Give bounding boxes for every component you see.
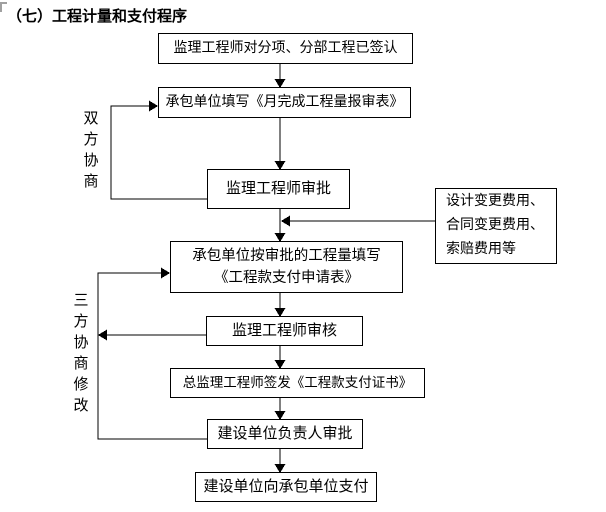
flow-step-payment[interactable]: 建设单位向承包单位支付 xyxy=(195,472,377,502)
flow-step-label: 建设单位向承包单位支付 xyxy=(203,479,369,495)
flow-step-supervisor-approval[interactable]: 监理工程师审批 xyxy=(207,169,350,209)
flow-step-label: 承包单位填写《月完成工程量报审表》 xyxy=(165,94,404,110)
flow-step-supervisor-review[interactable]: 监理工程师审核 xyxy=(206,316,363,346)
arrowhead-down-5 xyxy=(274,360,286,369)
flow-step-monthly-report[interactable]: 承包单位填写《月完成工程量报审表》 xyxy=(158,87,411,118)
arrowhead-down-4 xyxy=(274,308,286,317)
flow-step-label: 建设单位负责人审批 xyxy=(217,426,353,442)
arrowhead-down-7 xyxy=(274,464,286,473)
arrowhead-right-step4 xyxy=(161,267,170,279)
arrowhead-down-2 xyxy=(274,161,286,170)
flow-note-extra-costs[interactable]: 设计变更费用、 合同变更费用、 索赔费用等 xyxy=(435,188,557,264)
flow-step-label: 承包单位按审批的工程量填写 《工程款支付申请表》 xyxy=(192,248,381,286)
flow-step-label: 监理工程师对分项、分部工程已签认 xyxy=(173,40,398,56)
arrowhead-right-step2 xyxy=(149,100,158,112)
flow-step-payment-certificate[interactable]: 总监理工程师签发《工程款支付证书》 xyxy=(170,368,425,398)
arrowhead-left-sidenote xyxy=(281,215,290,227)
flow-step-payment-application[interactable]: 承包单位按审批的工程量填写 《工程款支付申请表》 xyxy=(170,241,403,293)
flow-step-label: 总监理工程师签发《工程款支付证书》 xyxy=(182,375,413,390)
flow-step-signoff[interactable]: 监理工程师对分项、分部工程已签认 xyxy=(158,33,413,64)
arrowhead-down-3 xyxy=(274,233,286,242)
flow-step-owner-approval[interactable]: 建设单位负责人审批 xyxy=(207,419,363,449)
object-anchor-icon xyxy=(0,2,7,12)
flow-step-label: 监理工程师审核 xyxy=(231,323,337,339)
feedback-two-party-line xyxy=(110,105,207,200)
flow-step-label: 监理工程师审批 xyxy=(225,181,331,197)
flow-note-label: 设计变更费用、 合同变更费用、 索赔费用等 xyxy=(446,194,544,257)
section-title: （七）工程计量和支付程序 xyxy=(7,9,188,25)
annotation-three-party-modify: 三 方 协 商 修 改 xyxy=(73,293,89,414)
arrowhead-down-6 xyxy=(274,411,286,420)
feedback-three-party-line xyxy=(97,272,207,440)
arrowhead-down-1 xyxy=(274,79,286,88)
annotation-two-party-negotiation: 双 方 协 商 xyxy=(83,111,99,190)
arrowhead-left-step5 xyxy=(98,329,107,341)
